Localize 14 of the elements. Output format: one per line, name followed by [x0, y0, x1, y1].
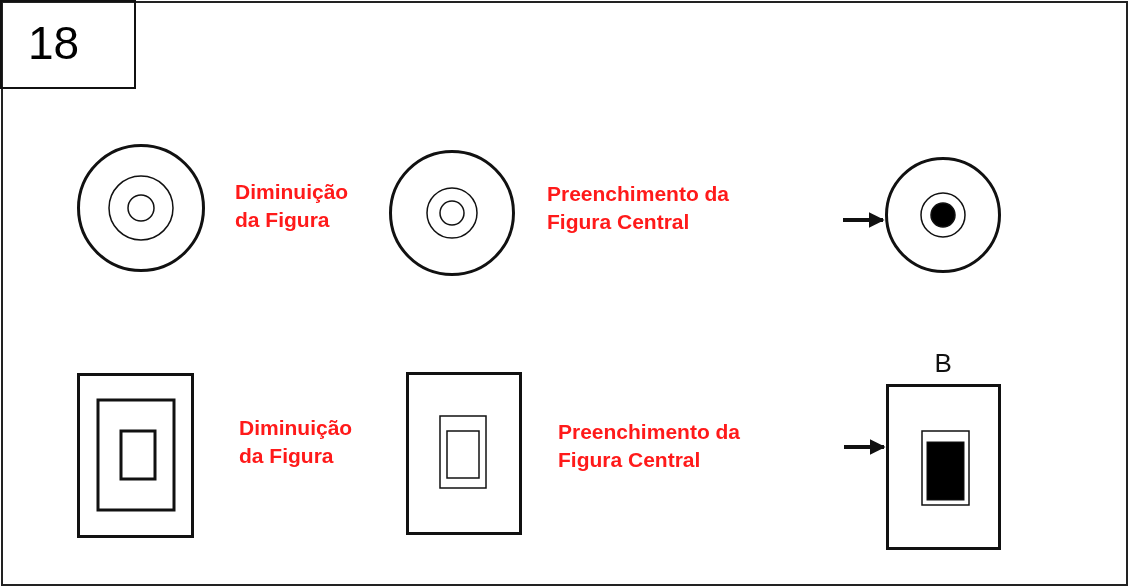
step-caption: Preenchimento da Figura Central	[558, 419, 742, 473]
nested-rectangles-drawing	[406, 372, 522, 535]
figure-letter: B	[934, 348, 952, 379]
step-caption: Diminuição da Figura	[239, 415, 354, 469]
figure-number-box: 18	[0, 0, 136, 89]
nested-rectangles-drawing	[886, 384, 1001, 550]
concentric-circles-drawing	[77, 144, 205, 272]
nested-rectangles-drawing	[77, 373, 194, 538]
step-caption: Diminuição da Figura	[235, 179, 350, 233]
step-caption: Preenchimento da Figura Central	[547, 181, 731, 235]
concentric-circles-drawing	[389, 150, 515, 276]
arrow	[843, 212, 885, 228]
arrow	[844, 439, 886, 455]
concentric-circles-drawing	[885, 157, 1001, 273]
